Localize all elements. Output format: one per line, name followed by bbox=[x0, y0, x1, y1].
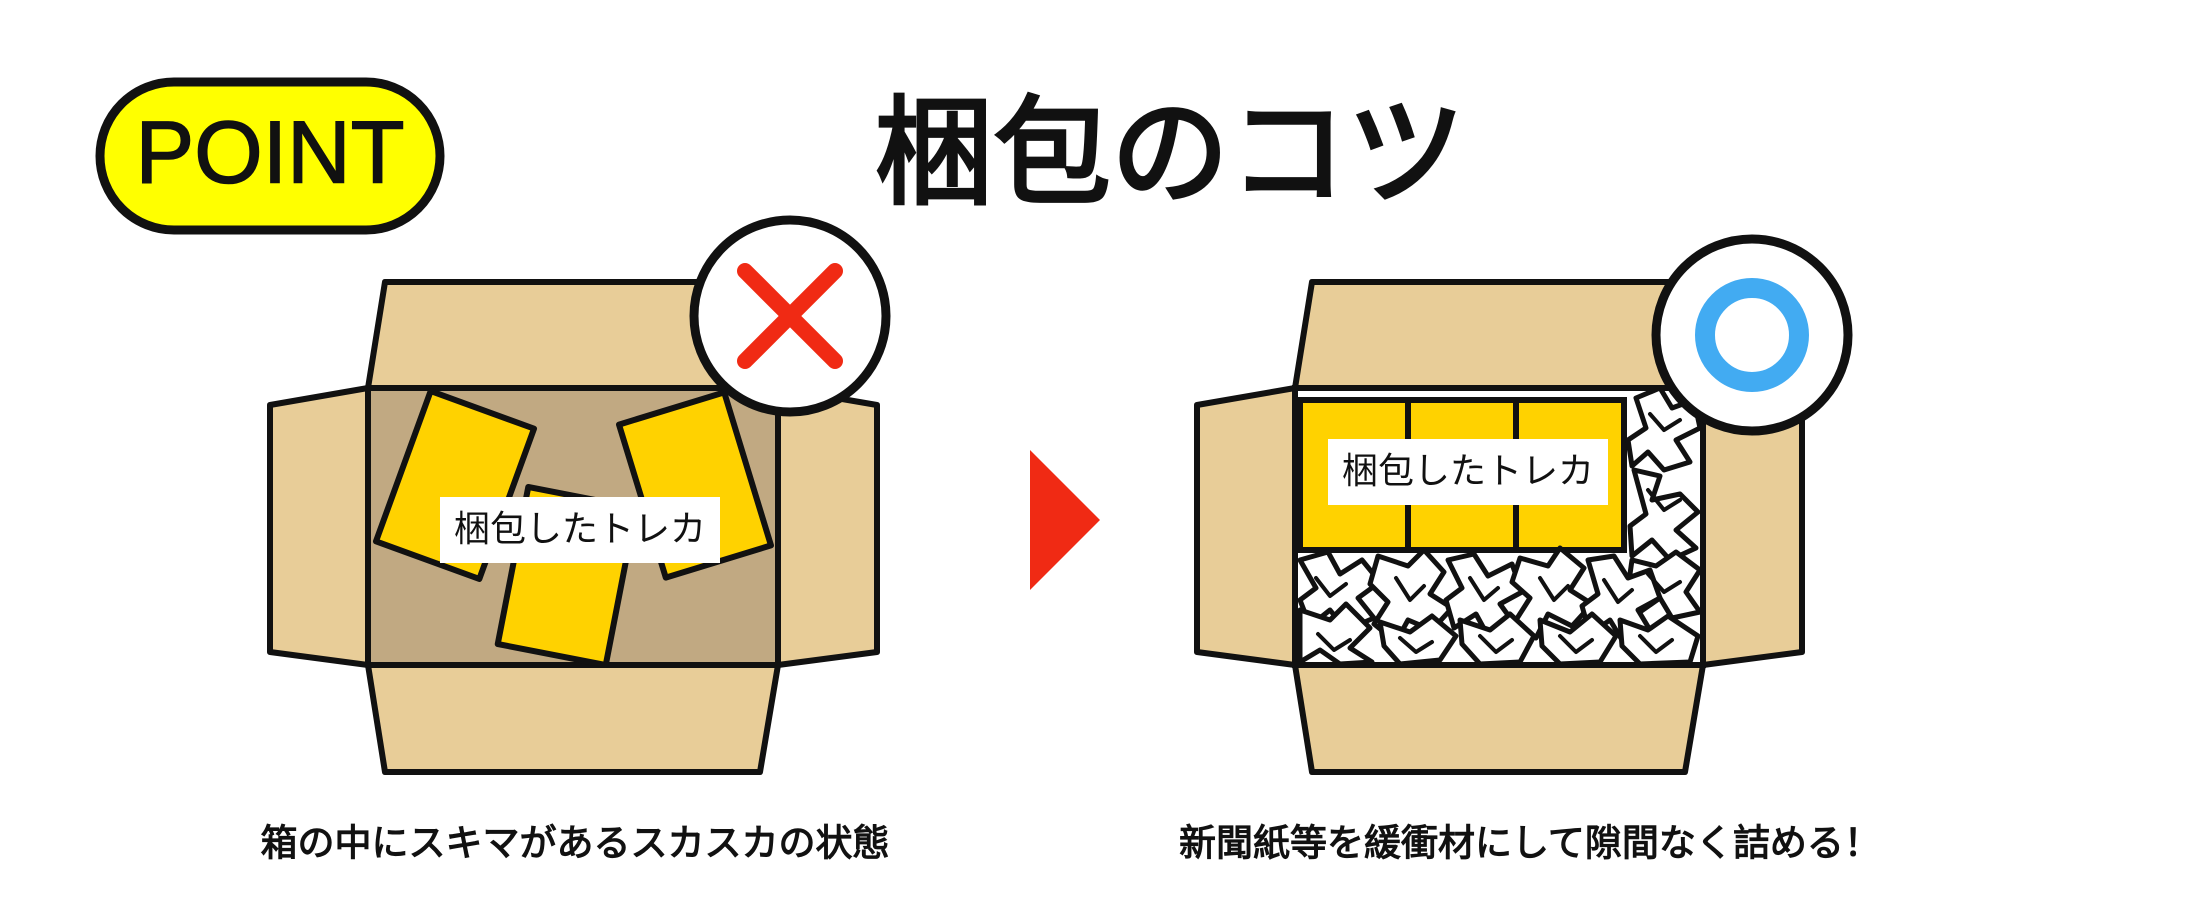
caption-bad: 箱の中にスキマがあるスカスカの状態 bbox=[261, 822, 890, 865]
box-interior-outline bbox=[1292, 385, 1706, 668]
item-label-text: 梱包したトレカ bbox=[454, 509, 706, 550]
item-label-bad: 梱包したトレカ bbox=[440, 497, 720, 563]
box-front-flap bbox=[365, 662, 781, 775]
caption-good: 新聞紙等を緩衝材にして隙間なく詰める！ bbox=[1179, 822, 1881, 865]
box-front-flap bbox=[1292, 662, 1706, 775]
box-back-flap bbox=[1292, 279, 1706, 391]
point-badge-label: POINT bbox=[136, 102, 405, 201]
box-left-flap bbox=[1194, 385, 1298, 668]
circle-icon bbox=[1695, 278, 1809, 392]
box-left-flap bbox=[267, 385, 371, 668]
newspaper-cushioning bbox=[1297, 385, 1703, 667]
point-badge: POINT bbox=[95, 77, 445, 235]
item-label-good: 梱包したトレカ bbox=[1328, 439, 1608, 505]
cross-mark-badge bbox=[689, 215, 891, 417]
item-label-text: 梱包したトレカ bbox=[1342, 451, 1594, 492]
box-right-flap bbox=[775, 385, 880, 668]
page-title: 梱包のコツ bbox=[875, 84, 1465, 222]
cross-icon bbox=[737, 263, 843, 369]
circle-mark-badge bbox=[1651, 234, 1853, 436]
arrow-right-icon bbox=[1030, 450, 1100, 590]
